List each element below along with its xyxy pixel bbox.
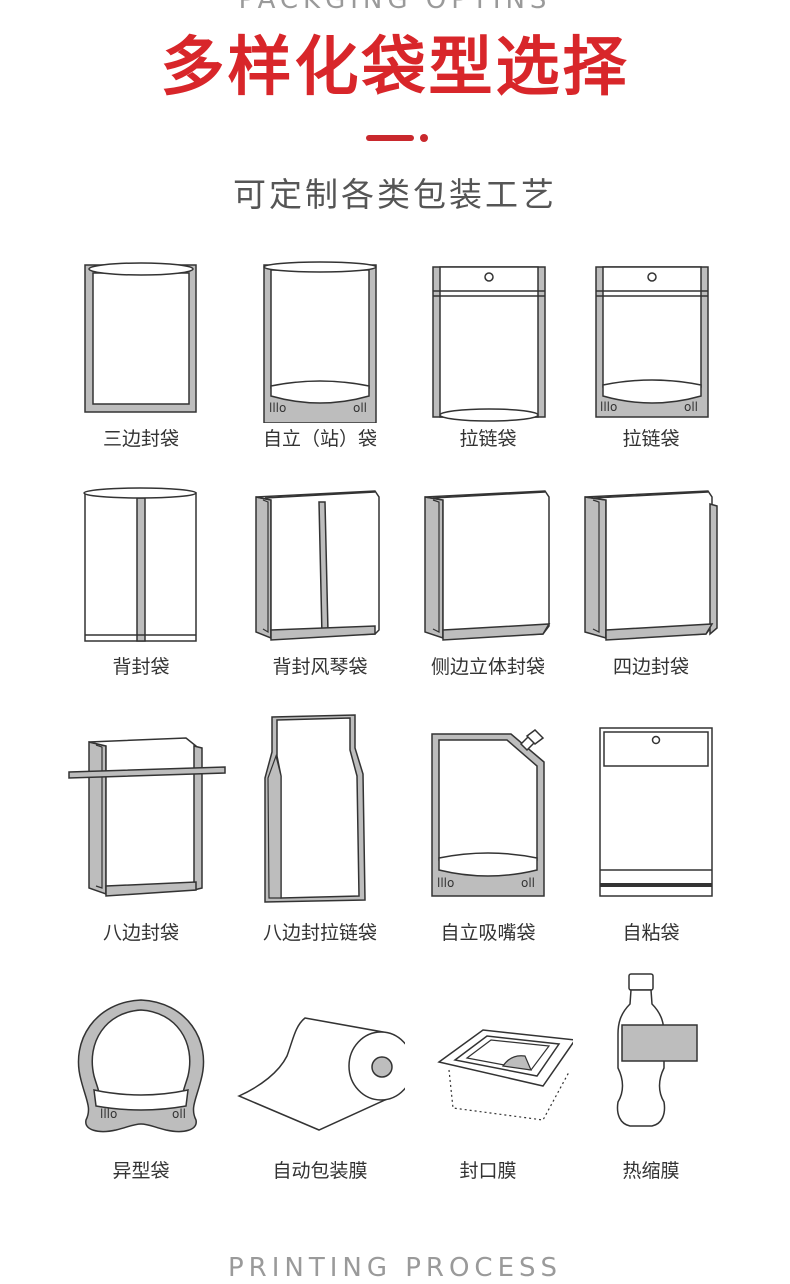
- page-subtitle: 可定制各类包装工艺: [233, 175, 557, 214]
- bag-option: 八边封袋: [56, 712, 226, 952]
- bag-label: 侧边立体封袋: [430, 656, 545, 678]
- bag-label: 自动包装膜: [272, 1160, 368, 1182]
- bag-option: 四边封袋: [566, 484, 736, 684]
- bag-label: 八边封袋: [102, 922, 179, 944]
- bag-option: 背封风琴袋: [235, 484, 405, 684]
- shrink-film-bottle-icon: [616, 973, 698, 1127]
- bag-option: lllo oll 自立吸嘴袋: [403, 712, 573, 952]
- svg-text:oll: oll: [684, 400, 698, 414]
- bag-option: 拉链袋: [403, 258, 573, 458]
- bag-label: 三边封袋: [102, 428, 179, 450]
- bag-label: 拉链袋: [459, 428, 517, 450]
- bag-option: 封口膜: [403, 990, 573, 1210]
- section-eyebrow: PACKGING OPTINS: [238, 0, 552, 15]
- svg-text:lllo: lllo: [600, 400, 617, 414]
- stand-up-zipper-bag-icon: lllo oll: [595, 266, 709, 418]
- bag-option: 热缩膜: [566, 968, 736, 1210]
- divider-dot: [420, 134, 428, 142]
- spout-pouch-icon: lllo oll: [431, 729, 545, 897]
- sealing-film-icon: [437, 1029, 573, 1121]
- bag-label: 热缩膜: [622, 1160, 680, 1182]
- divider-bar: [366, 135, 414, 141]
- bag-option: 八边封拉链袋: [235, 712, 405, 952]
- side-gusset-bag-icon: [424, 490, 551, 641]
- bag-label: 自粘袋: [622, 922, 680, 944]
- bag-label: 背封风琴袋: [272, 656, 368, 678]
- eight-side-seal-bag-icon: [68, 737, 226, 897]
- packaging-film-roll-icon: [237, 1017, 405, 1131]
- bag-option: lllo oll 异型袋: [56, 990, 226, 1210]
- self-adhesive-bag-icon: [599, 727, 713, 897]
- stand-up-pouch-icon: lllo oll: [263, 261, 377, 423]
- bag-label: 异型袋: [112, 1160, 170, 1182]
- three-side-seal-bag-icon: [84, 262, 197, 413]
- bag-label: 自立吸嘴袋: [440, 922, 536, 944]
- bag-label: 背封袋: [112, 656, 170, 678]
- next-section-eyebrow: PRINTING PROCESS: [227, 1253, 563, 1283]
- page-title: 多样化袋型选择: [160, 31, 630, 105]
- svg-text:lllo: lllo: [269, 401, 286, 415]
- bag-label: 八边封拉链袋: [262, 922, 377, 944]
- bag-option: 自动包装膜: [235, 990, 405, 1210]
- back-seal-bag-icon: [83, 487, 197, 642]
- title-divider: [366, 133, 430, 143]
- bag-label: 自立（站）袋: [262, 428, 377, 450]
- bag-option: 自粘袋: [566, 712, 736, 952]
- bag-option: 背封袋: [56, 484, 226, 684]
- bag-option: lllo oll 自立（站）袋: [235, 258, 405, 458]
- bag-label: 拉链袋: [622, 428, 680, 450]
- bag-label: 四边封袋: [612, 656, 689, 678]
- shaped-bag-icon: lllo oll: [77, 999, 205, 1133]
- four-side-seal-bag-icon: [584, 490, 718, 641]
- eight-side-seal-zipper-bag-icon: [264, 714, 366, 903]
- svg-text:lllo: lllo: [437, 876, 454, 890]
- svg-text:oll: oll: [521, 876, 535, 890]
- bag-label: 封口膜: [459, 1160, 517, 1182]
- svg-text:lllo: lllo: [100, 1107, 117, 1121]
- bag-option: lllo oll 拉链袋: [566, 258, 736, 458]
- bag-option: 三边封袋: [56, 258, 226, 458]
- svg-text:oll: oll: [172, 1107, 186, 1121]
- zipper-bag-icon: [432, 266, 546, 422]
- svg-text:oll: oll: [353, 401, 367, 415]
- bag-option: 侧边立体封袋: [403, 484, 573, 684]
- back-seal-gusset-bag-icon: [255, 490, 380, 641]
